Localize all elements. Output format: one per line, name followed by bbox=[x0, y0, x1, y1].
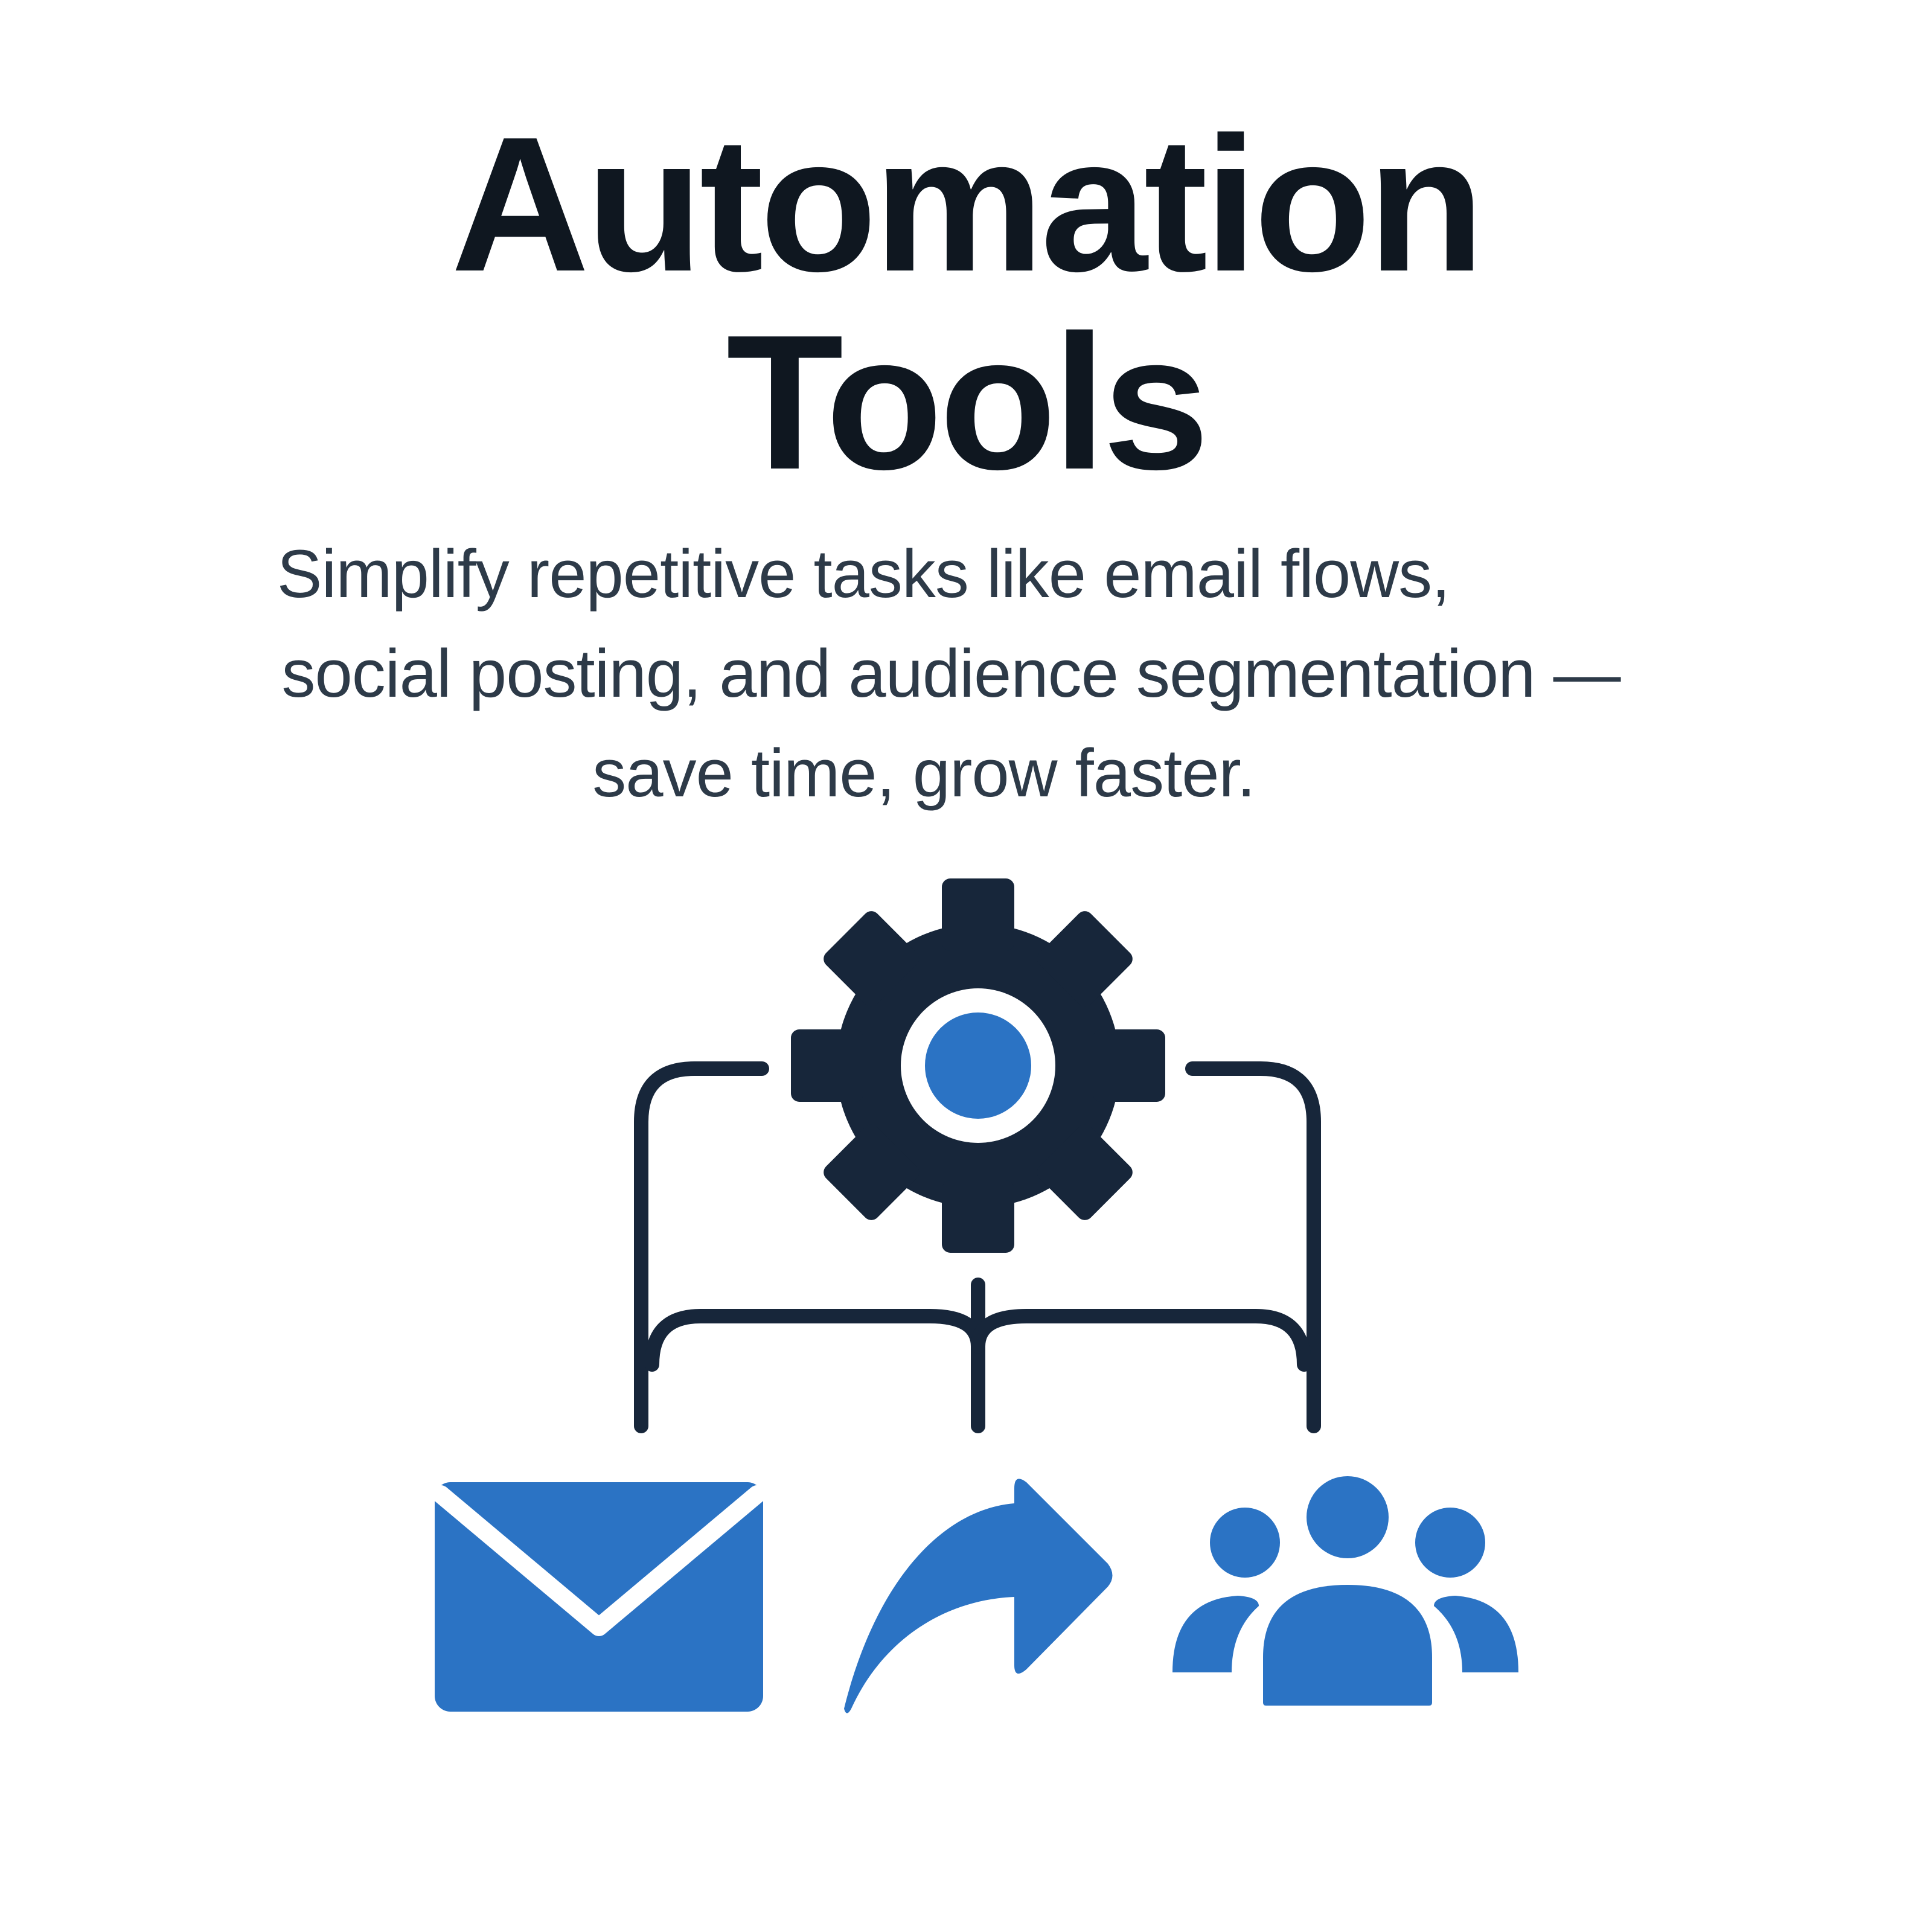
page-title-line-2: Tools bbox=[726, 295, 1209, 510]
gear-icon bbox=[791, 878, 1165, 1253]
branch-connector bbox=[634, 1061, 1321, 1433]
envelope-icon bbox=[432, 1482, 766, 1712]
subtitle-line-1: Simplify repetitive tasks like email flo… bbox=[277, 536, 1450, 612]
people-group-icon bbox=[1172, 1476, 1518, 1706]
share-arrow-icon bbox=[844, 1479, 1113, 1713]
subtitle-line-3: save time, grow faster. bbox=[592, 735, 1255, 811]
subtitle-line-2: social posting, and audience segmentatio… bbox=[281, 636, 1620, 711]
page-title-line-1: Automation bbox=[450, 97, 1485, 312]
